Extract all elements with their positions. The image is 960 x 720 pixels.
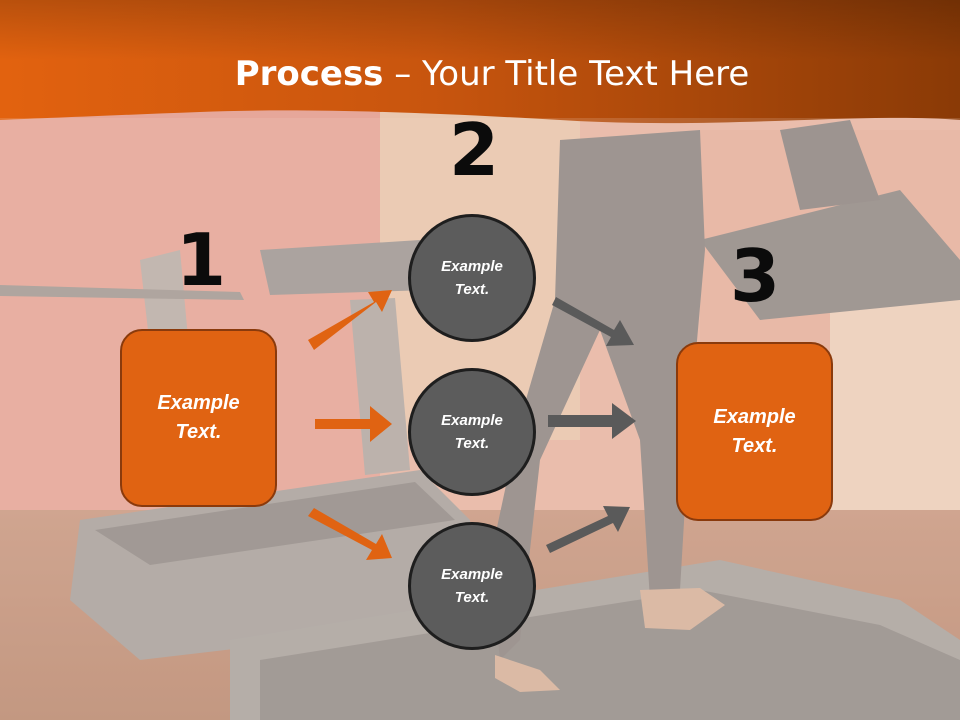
step1-box: Example Text. xyxy=(120,329,277,507)
step3-box: Example Text. xyxy=(676,342,833,521)
title-strong: Process xyxy=(234,54,384,94)
step1-label-line2: Text. xyxy=(175,421,222,443)
circle3-line2: Text. xyxy=(454,589,490,606)
step-number-2: 2 xyxy=(449,108,500,192)
title-rest: – Your Title Text Here xyxy=(383,54,750,94)
circle2-line2: Text. xyxy=(454,435,490,452)
slide-title: Process – Your Title Text Here xyxy=(0,52,960,96)
step2-circle-1: Example Text. xyxy=(408,214,536,342)
step-number-1: 1 xyxy=(176,218,227,302)
step-number-3: 3 xyxy=(730,234,781,318)
circle1-line2: Text. xyxy=(454,281,490,298)
step3-label-line1: Example xyxy=(713,405,796,428)
circle2-line1: Example xyxy=(441,412,503,429)
circle3-line1: Example xyxy=(441,566,503,583)
circle1-line1: Example xyxy=(441,258,503,275)
step3-label: Example Text. xyxy=(713,403,795,461)
step1-label-line1: Example xyxy=(157,392,240,414)
step1-label: Example Text. xyxy=(157,389,239,447)
step3-label-line2: Text. xyxy=(731,434,778,457)
step2-circle-2: Example Text. xyxy=(408,368,536,496)
step2-circle-3: Example Text. xyxy=(408,522,536,650)
